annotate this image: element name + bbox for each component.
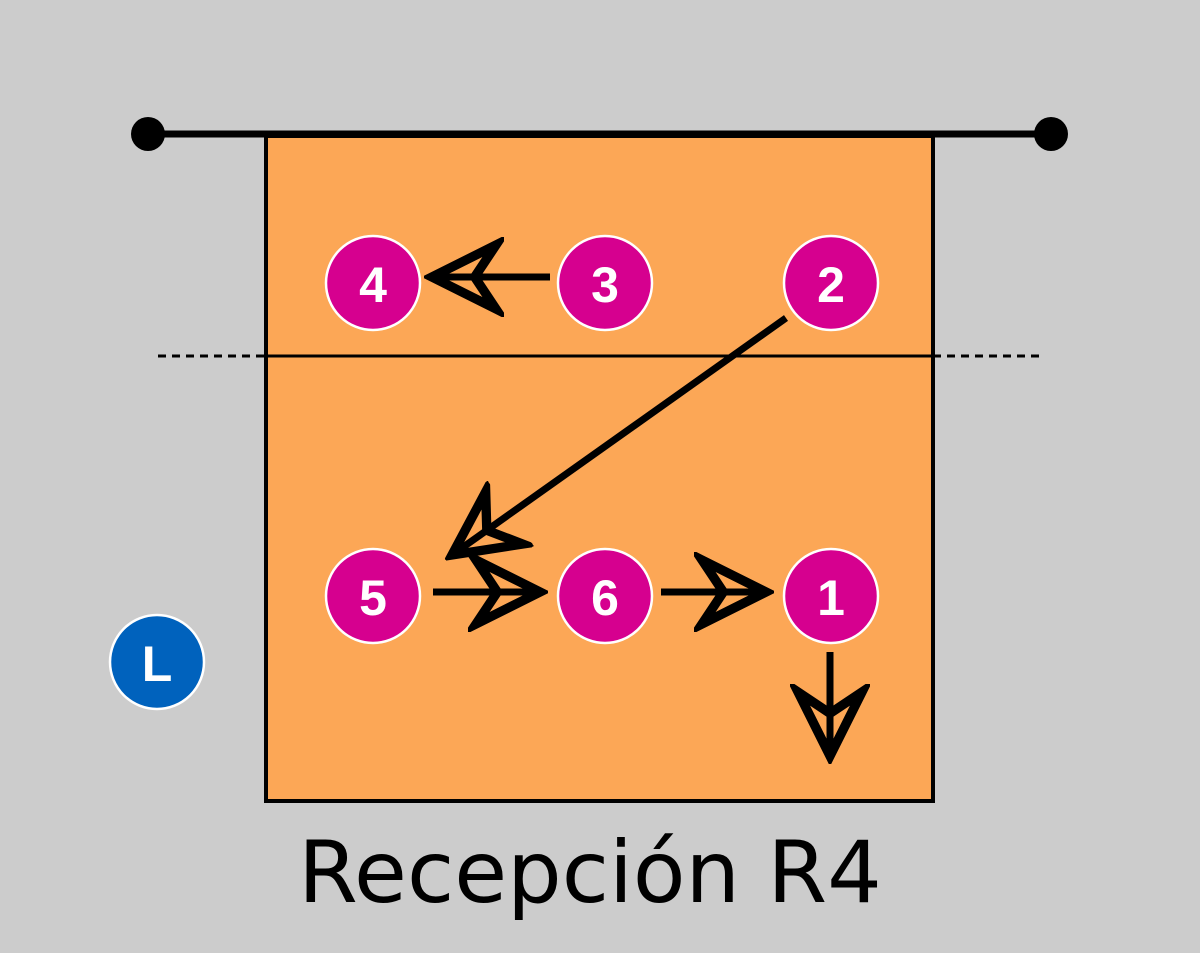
libero: L bbox=[108, 613, 206, 711]
player-4-label: 4 bbox=[359, 257, 387, 313]
player-5-label: 5 bbox=[359, 570, 387, 626]
player-1: 1 bbox=[782, 547, 880, 645]
player-3: 3 bbox=[556, 234, 654, 332]
player-6: 6 bbox=[556, 547, 654, 645]
libero-label: L bbox=[142, 636, 173, 692]
arrow-2-to-5 bbox=[452, 315, 789, 555]
player-3-label: 3 bbox=[591, 257, 619, 313]
player-2-label: 2 bbox=[817, 257, 845, 313]
player-4: 4 bbox=[324, 234, 422, 332]
player-6-label: 6 bbox=[591, 570, 619, 626]
net-post-left bbox=[131, 117, 165, 151]
player-2: 2 bbox=[782, 234, 880, 332]
player-1-label: 1 bbox=[817, 570, 845, 626]
player-5: 5 bbox=[324, 547, 422, 645]
diagram-caption: Recepción R4 bbox=[298, 823, 882, 923]
net-post-right bbox=[1034, 117, 1068, 151]
